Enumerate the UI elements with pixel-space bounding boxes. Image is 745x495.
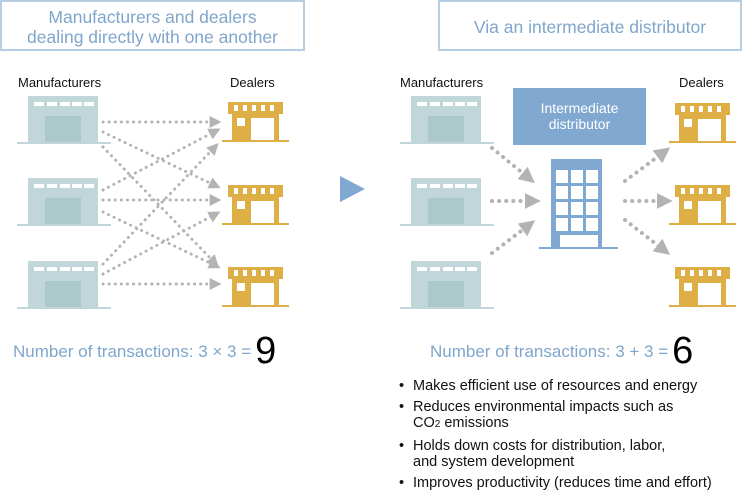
distributor-line1: Intermediate bbox=[540, 100, 619, 116]
direct-transactions-label: Number of transactions: 3 × 3 = bbox=[13, 342, 252, 361]
shop-icon bbox=[669, 103, 736, 143]
right-dealers-label: Dealers bbox=[679, 75, 724, 90]
office-building-icon bbox=[539, 159, 618, 249]
direct-dealing-title: Manufacturers and dealers dealing direct… bbox=[0, 0, 305, 51]
factory-icon bbox=[400, 261, 494, 309]
shop-icon bbox=[222, 267, 289, 307]
distributor-transactions: Number of transactions: 3 + 3 =6 bbox=[430, 330, 693, 373]
transaction-arrow bbox=[101, 143, 219, 266]
benefit-text: Reduces environmental impacts such as bbox=[413, 398, 674, 415]
distributor-line2: distributor bbox=[548, 116, 611, 132]
transaction-arrow bbox=[101, 128, 221, 192]
factory-icon bbox=[400, 178, 494, 226]
right-manufacturers-label: Manufacturers bbox=[400, 75, 484, 90]
shop-icon bbox=[669, 185, 736, 225]
factory-icon bbox=[17, 261, 111, 309]
benefit-item: Improves productivity (reduces time and … bbox=[399, 475, 712, 492]
intermediate-distributor-box: Intermediate distributor bbox=[513, 88, 646, 145]
benefit-item: Makes efficient use of resources and ene… bbox=[399, 378, 712, 395]
benefit-text: Holds down costs for distribution, labor… bbox=[413, 437, 666, 454]
benefits-list: Makes efficient use of resources and ene… bbox=[399, 378, 712, 495]
direct-transactions-value: 9 bbox=[255, 330, 277, 372]
distributor-transactions-label: Number of transactions: 3 + 3 = bbox=[430, 342, 669, 361]
benefit-text-line2: CO2 emissions bbox=[413, 415, 712, 434]
supply-arrow bbox=[490, 146, 535, 184]
factory-icon bbox=[17, 178, 111, 226]
factory-icon bbox=[400, 96, 494, 144]
shop-icon bbox=[222, 102, 289, 142]
direct-title-line1: Manufacturers and dealers bbox=[48, 7, 257, 27]
delivery-arrow bbox=[623, 218, 671, 255]
direct-title-line2: dealing directly with one another bbox=[27, 27, 278, 47]
factory-icon bbox=[17, 96, 111, 144]
shop-icon bbox=[669, 267, 736, 307]
co2-prefix: CO bbox=[413, 415, 435, 431]
distributor-title-text: Via an intermediate distributor bbox=[473, 17, 707, 37]
benefit-text: Makes efficient use of resources and ene… bbox=[413, 378, 698, 394]
delivery-arrow bbox=[623, 147, 671, 183]
supply-arrow bbox=[490, 220, 536, 255]
benefit-text: Improves productivity (reduces time and … bbox=[413, 474, 712, 491]
shop-icon bbox=[222, 185, 289, 225]
transaction-arrow bbox=[101, 130, 221, 189]
benefit-item: Reduces environmental impacts such as CO… bbox=[399, 399, 712, 434]
left-dealers-label: Dealers bbox=[230, 75, 275, 90]
co2-subscript: 2 bbox=[434, 419, 441, 430]
transaction-arrow bbox=[101, 211, 221, 276]
transaction-arrow bbox=[101, 145, 219, 267]
distributor-transactions-value: 6 bbox=[672, 330, 694, 372]
transaction-arrow bbox=[101, 210, 221, 269]
benefit-text-line2: and system development bbox=[413, 454, 575, 470]
benefit-item: Holds down costs for distribution, labor… bbox=[399, 438, 712, 471]
left-manufacturers-label: Manufacturers bbox=[18, 75, 102, 90]
co2-suffix: emissions bbox=[440, 415, 509, 431]
direct-transactions: Number of transactions: 3 × 3 =9 bbox=[13, 330, 276, 373]
play-arrow-icon bbox=[340, 176, 365, 202]
distributor-title: Via an intermediate distributor bbox=[438, 0, 742, 51]
